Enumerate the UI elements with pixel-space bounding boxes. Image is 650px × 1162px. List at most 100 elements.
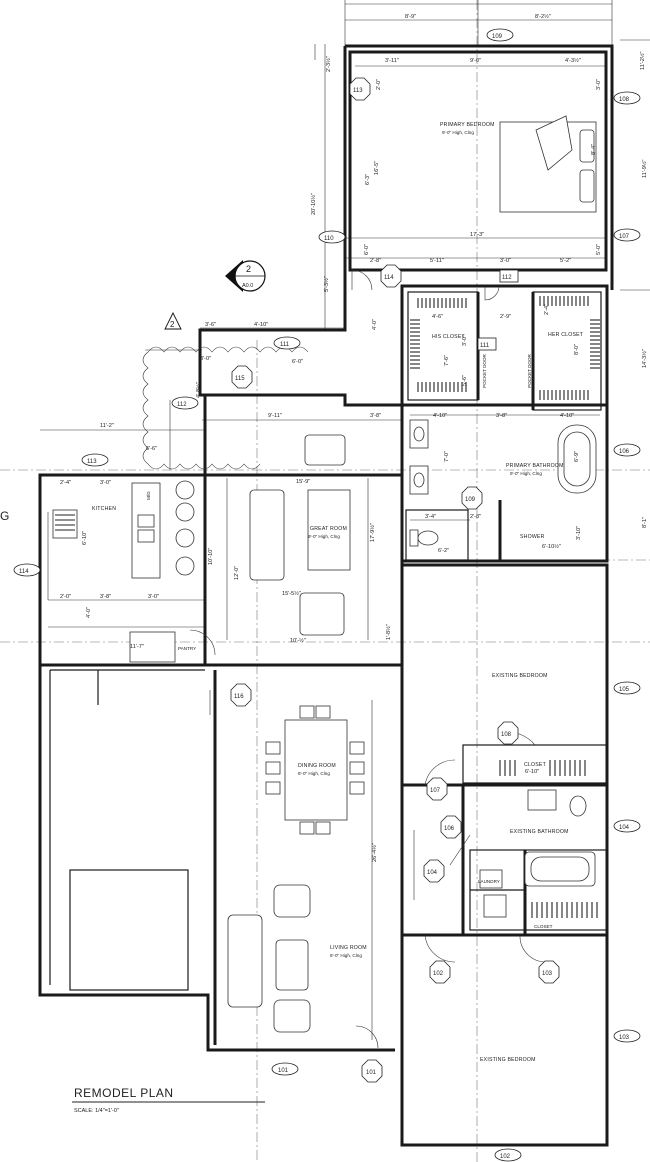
room-label: KITCHEN	[92, 506, 116, 512]
dimension-labels: 8'-9" 8'-2½" 3'-11" 9'-0" 4'-3½" 3'-0" 2…	[60, 13, 648, 862]
closet-rods	[410, 296, 600, 918]
svg-text:107: 107	[619, 234, 630, 240]
room-label: LIVING ROOM	[330, 945, 367, 951]
tag: 110	[318, 230, 346, 244]
dimension-label: 6'-0"	[292, 359, 303, 365]
svg-text:102: 102	[500, 1154, 511, 1160]
tag: 111	[273, 336, 301, 350]
svg-text:111: 111	[480, 343, 490, 349]
svg-text:108: 108	[619, 97, 630, 103]
dimension-label: 3'-0"	[148, 594, 159, 600]
section-number: 2	[246, 264, 251, 274]
dimension-label: 11'-2"	[100, 423, 114, 429]
dimension-label: 5'-11"	[430, 258, 444, 264]
section-marker: 2 A0.0	[225, 260, 266, 292]
svg-text:116: 116	[234, 694, 244, 700]
dimension-label: 2'-4"	[544, 304, 550, 315]
dimension-label: 2'-8"	[370, 258, 381, 264]
dimension-label: 7'-0"	[444, 451, 450, 462]
tag: 105	[613, 681, 641, 695]
tag: 108	[497, 721, 519, 745]
room-sublabel: 9'-0" High, Clng	[308, 534, 340, 539]
dimension-label: 3'-0"	[200, 356, 211, 362]
svg-text:110: 110	[324, 236, 334, 242]
dimension-label: 11'-2½"	[639, 51, 646, 70]
room-label: HIS CLOSET	[432, 334, 465, 340]
room-label: EXISTING BEDROOM	[492, 673, 548, 679]
svg-text:115: 115	[235, 376, 245, 382]
tag: 108	[613, 91, 641, 105]
dimension-label: 5'-2"	[560, 258, 571, 264]
section-sheet: A0.0	[242, 283, 253, 289]
room-label: HER CLOSET	[548, 332, 584, 338]
dimension-lines	[40, 0, 650, 1040]
dimension-label: 3'-0"	[596, 79, 602, 90]
dimension-label: 17'-3"	[470, 232, 484, 238]
tag: 112	[499, 269, 519, 283]
svg-text:113: 113	[353, 88, 363, 94]
svg-text:112: 112	[502, 275, 512, 281]
svg-text:106: 106	[619, 449, 630, 455]
edge-letter: G	[0, 509, 9, 523]
dimension-label: 6'-10"	[82, 531, 88, 545]
tag: 102	[494, 1148, 522, 1162]
dimension-label: 6'-0"	[364, 244, 370, 255]
dimension-label: 9'-11"	[268, 413, 282, 419]
tag: 107	[613, 228, 641, 242]
svg-text:103: 103	[619, 1035, 630, 1041]
tag: 106	[440, 815, 462, 839]
svg-text:106: 106	[444, 826, 455, 832]
revision-number: 2	[170, 320, 175, 329]
dimension-label: 2'-0"	[376, 79, 382, 90]
dimension-label: 2'-3½"	[325, 56, 332, 72]
dimension-label: 3'-0"	[500, 258, 511, 264]
svg-text:109: 109	[492, 34, 503, 40]
walls	[38, 44, 614, 1147]
tag: 101	[361, 1059, 383, 1083]
dimension-label: 14'-3½"	[641, 349, 648, 368]
dimension-label: 9'-0"	[470, 58, 481, 64]
tag: 103	[538, 960, 560, 984]
dimension-label: 4'-10"	[254, 322, 268, 328]
dimension-label: 8'-1"	[642, 517, 648, 528]
tag: 111	[477, 337, 497, 351]
svg-text:101: 101	[278, 1068, 289, 1074]
revision-cloud	[142, 346, 309, 470]
title-block: REMODEL PLAN SCALE: 1/4"=1'-0"	[72, 1086, 265, 1114]
dimension-label: 3'-6"	[205, 322, 216, 328]
svg-text:111: 111	[280, 342, 290, 348]
sofa-icon	[227, 914, 263, 1008]
dimension-label: 4'-6"	[432, 314, 443, 320]
tag: 113	[349, 77, 371, 101]
dimension-label: 6'-10½"	[542, 543, 561, 550]
dimension-label: 11'-7"	[130, 644, 144, 650]
dimension-label: 6'-9"	[574, 451, 580, 462]
dimension-label: 3'-0"	[100, 480, 111, 486]
dimension-label: 15'-5½"	[282, 590, 301, 597]
room-label: POCKET DOOR	[527, 353, 532, 388]
dimension-label: 8'-4"	[591, 144, 597, 155]
dimension-label: 5'-0"	[596, 244, 602, 255]
room-sublabel: 8'-0" High, Clng	[298, 771, 330, 776]
dimension-label: 3'-0"	[462, 335, 468, 346]
room-label: EXISTING BATHROOM	[510, 829, 569, 835]
dimension-label: 6'-10"	[525, 769, 539, 775]
room-label: CLOSET	[524, 762, 547, 768]
room-label: POCKET DOOR	[482, 353, 487, 388]
room-sublabel: 9'-0" High, Clng	[510, 471, 542, 476]
dimension-label: 4'-0"	[86, 607, 92, 618]
dimension-label: 2'-9"	[500, 314, 511, 320]
dimension-label: 4'-10"	[433, 413, 447, 419]
dimension-label: 4'-0"	[372, 319, 378, 330]
svg-text:107: 107	[430, 788, 441, 794]
svg-text:113: 113	[87, 459, 97, 465]
svg-text:114: 114	[384, 275, 394, 281]
room-label: LAUNDRY	[478, 879, 500, 884]
door-swings	[189, 269, 547, 1049]
dimension-label: 11'-9½"	[641, 159, 648, 178]
dimension-label: 3'-11"	[385, 58, 399, 64]
dimension-label: 3'-8"	[370, 413, 381, 419]
dimension-label: 8'-2½"	[535, 13, 551, 20]
